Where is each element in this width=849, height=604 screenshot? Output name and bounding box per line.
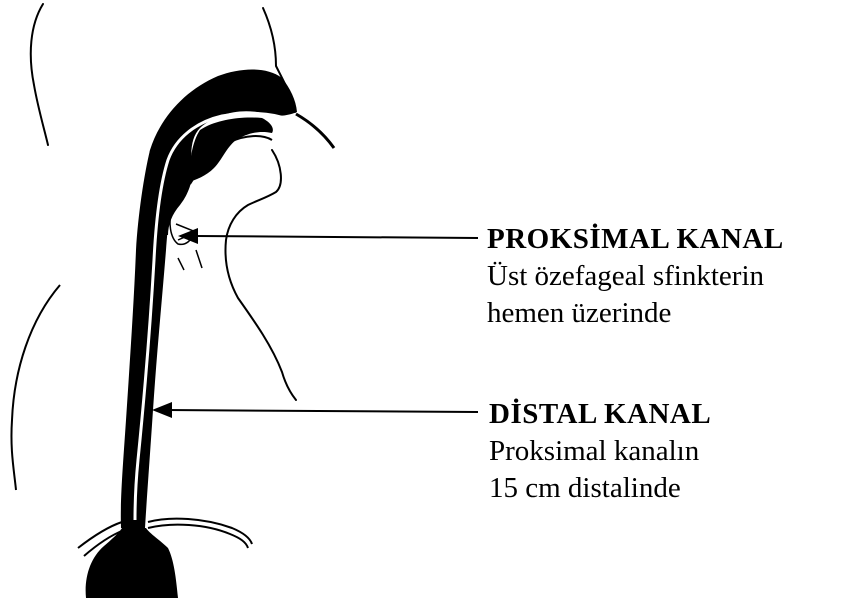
- proximal-channel-label: PROKSİMAL KANAL Üst özefageal sfinkterin…: [487, 221, 784, 332]
- proximal-arrow: [178, 228, 478, 244]
- catheter: [135, 113, 332, 520]
- distal-arrow: [152, 402, 478, 418]
- proximal-channel-title: PROKSİMAL KANAL: [487, 221, 784, 258]
- stomach: [86, 528, 178, 598]
- proximal-channel-desc-line2: hemen üzerinde: [487, 295, 784, 332]
- back-outline: [11, 285, 60, 490]
- distal-channel-title: DİSTAL KANAL: [489, 396, 711, 433]
- distal-channel-desc-line2: 15 cm distalinde: [489, 470, 711, 507]
- proximal-channel-desc-line1: Üst özefageal sfinkterin: [487, 258, 784, 295]
- distal-channel-label: DİSTAL KANAL Proksimal kanalın 15 cm dis…: [489, 396, 711, 507]
- distal-channel-desc-line1: Proksimal kanalın: [489, 433, 711, 470]
- catheter-external: [296, 114, 334, 148]
